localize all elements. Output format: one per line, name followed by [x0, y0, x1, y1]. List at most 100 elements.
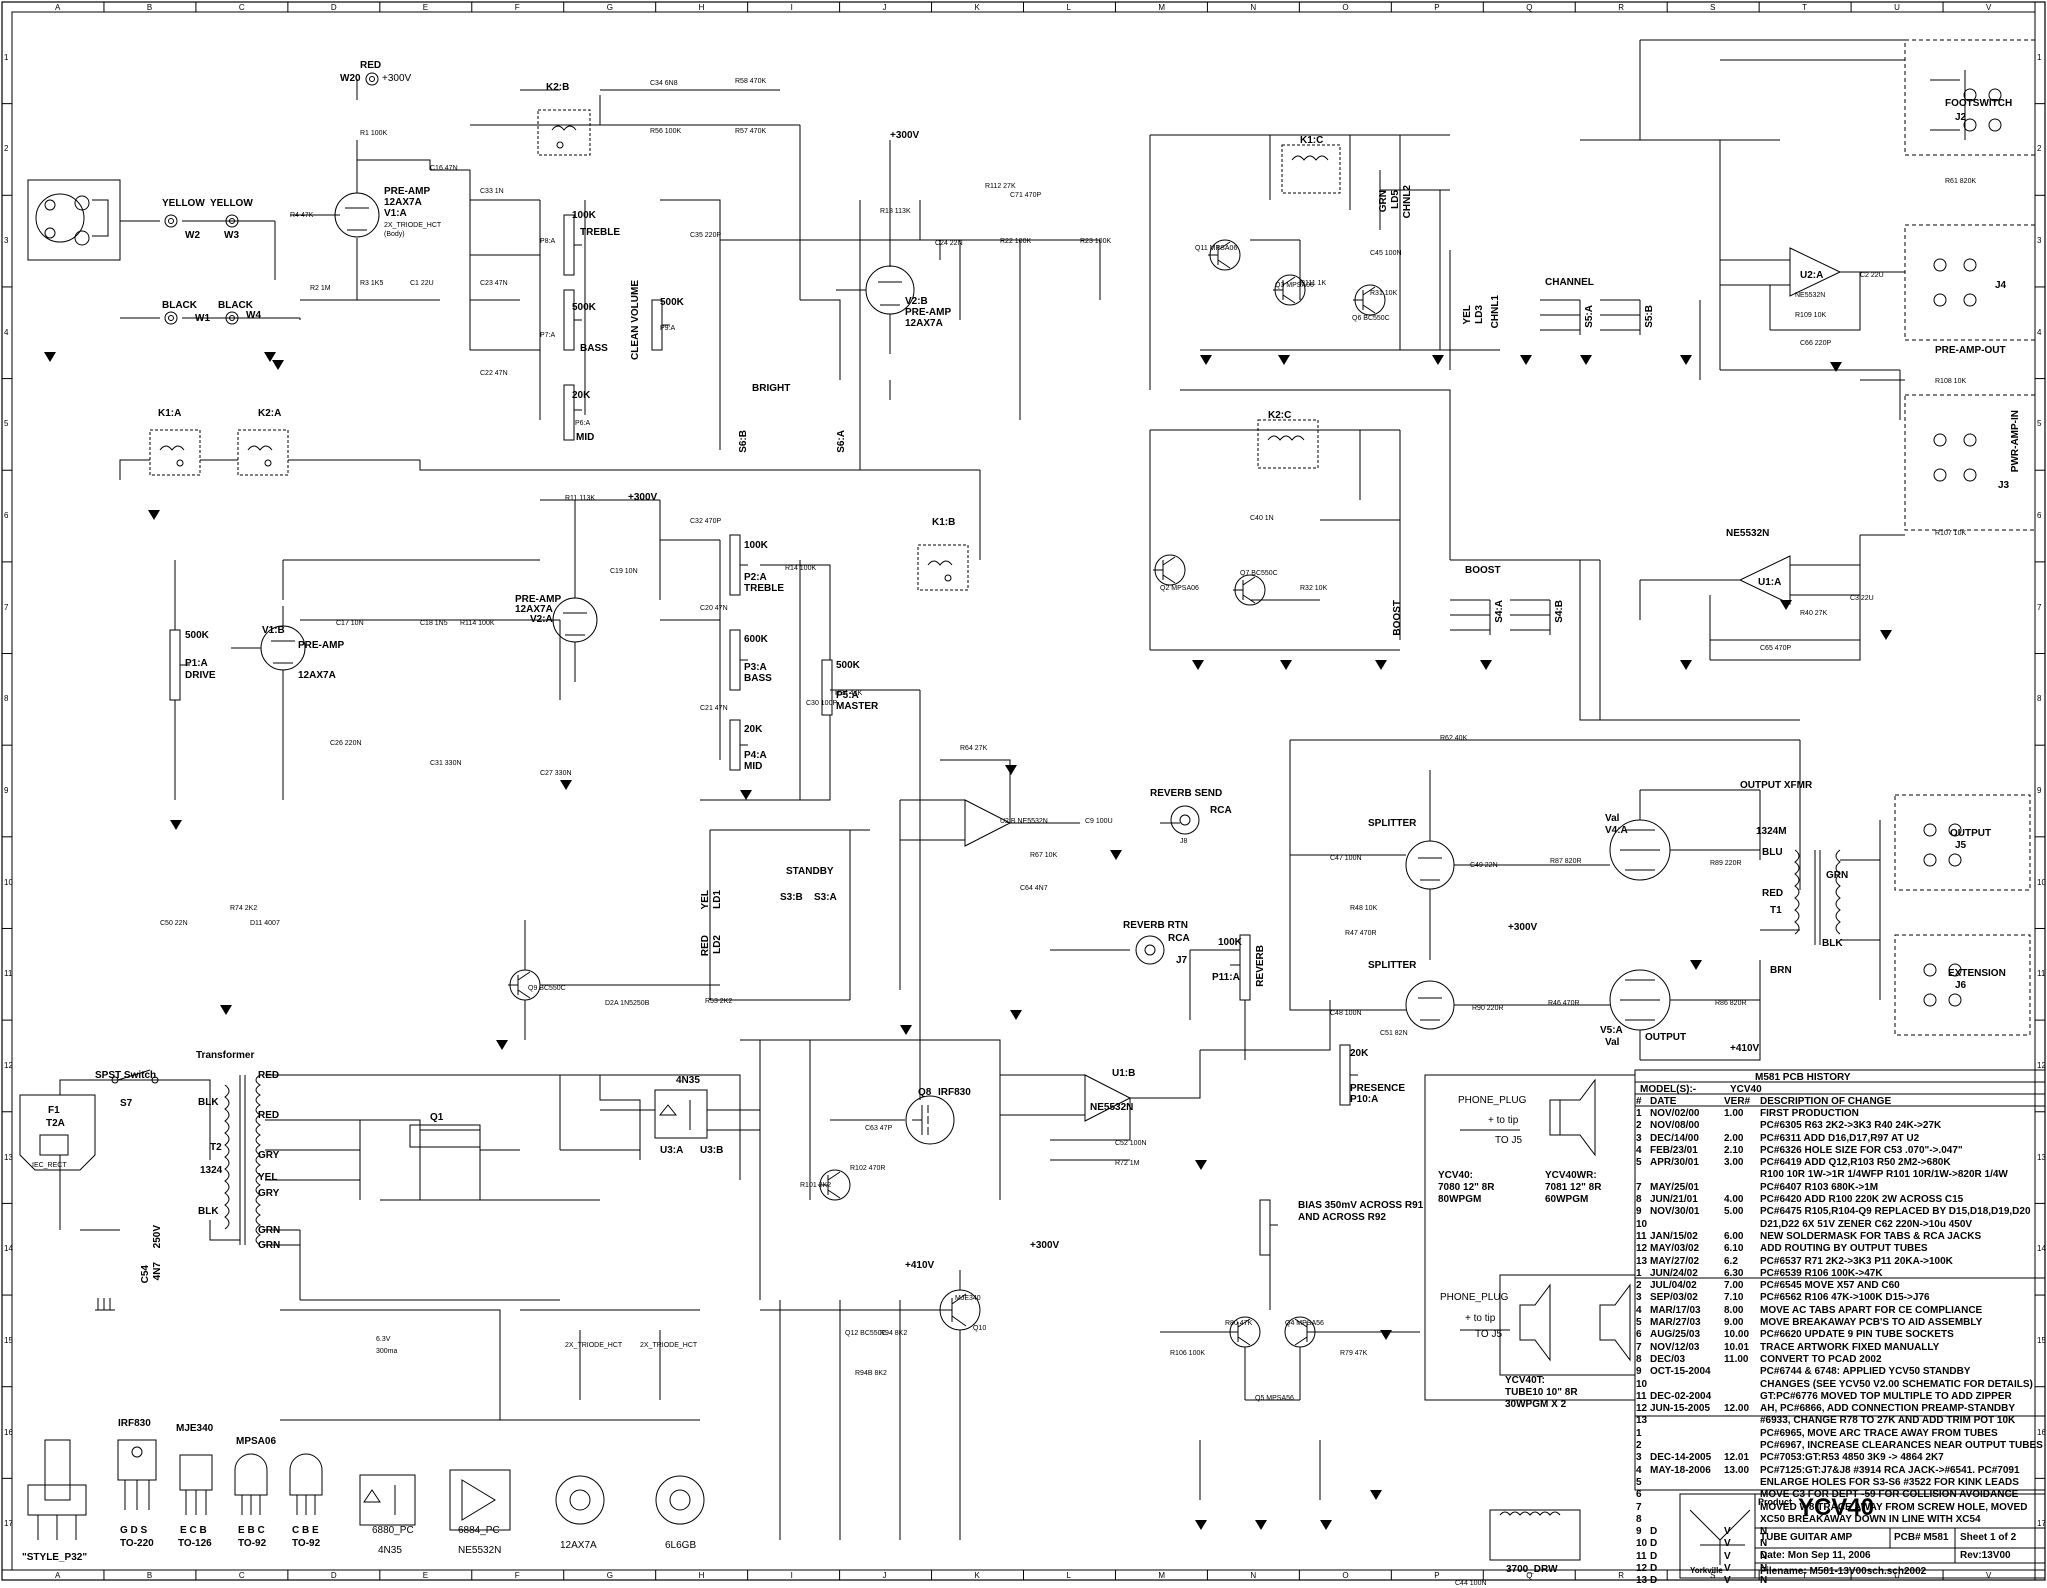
component-ref-label: R3 1K5: [360, 280, 384, 287]
label-s7: S7: [120, 1098, 133, 1109]
history-row: R100 10R 1W->1R 1/4WFP R101 10R/1W->820R…: [1760, 1169, 2008, 1181]
label-pkg-gds: G D S: [120, 1525, 148, 1536]
grid-col-label: L: [1066, 1571, 1071, 1580]
label-rca-rtn: RCA: [1168, 933, 1190, 944]
label-tri-hct-1: 2X_TRIODE_HCT: [565, 1342, 623, 1349]
component-ref-label: R94B 8K2: [855, 1370, 887, 1377]
label-hv300: +300V: [382, 73, 412, 84]
grid-row-label: 4: [4, 327, 9, 337]
component-ref-label: R101 2K2: [800, 1182, 832, 1189]
grid-col-label: O: [1342, 3, 1349, 12]
component-ref-label: R14 100K: [785, 565, 817, 572]
component-ref-label: C26 220N: [330, 740, 362, 747]
component-ref-label: R2 1M: [310, 285, 331, 292]
grid-col-label: J: [882, 1571, 887, 1580]
label-p1a: P1:A: [185, 658, 208, 669]
label-ld2: LD2: [712, 935, 723, 954]
jack-j7: [1135, 935, 1165, 965]
label-ne5532n-u1b: NE5532N: [1090, 1102, 1134, 1113]
tube-v3a: [1405, 840, 1455, 890]
grid-col-label: G: [606, 1571, 613, 1580]
grid-row-label: 7: [2037, 602, 2042, 612]
grid-row-label: 14: [2037, 1244, 2046, 1254]
component-ref-label: R46 470R: [1548, 1000, 1580, 1007]
pot-p6a: [563, 384, 582, 441]
label-spst: SPST Switch: [95, 1070, 157, 1081]
grid-col-label: F: [514, 1571, 520, 1580]
label-v2b: V2:B: [905, 296, 928, 307]
grid-col-label: O: [1342, 1571, 1349, 1580]
grid-row-label: 13: [2037, 1152, 2046, 1162]
component-ref-label: Q12 BC550C: [845, 1330, 887, 1337]
label-pkg-6l6: 6L6GB: [665, 1540, 697, 1551]
label-ycv40-pwr: 80WPGM: [1438, 1194, 1482, 1205]
label-black-2: BLACK: [218, 300, 253, 311]
title-product: YCV40: [1798, 1494, 1875, 1521]
label-q1: Q1: [430, 1112, 444, 1123]
grid-col-label: H: [698, 1571, 705, 1580]
label-s3a: S3:A: [814, 892, 837, 903]
grid-row-label: 8: [4, 694, 9, 704]
component-ref-label: C32 470P: [690, 518, 722, 525]
grid-col-label: K: [974, 3, 980, 12]
label-t1: T1: [1770, 905, 1782, 916]
label-hv300c: +300V: [628, 492, 658, 503]
grid-row-label: 1: [2037, 52, 2042, 62]
title-product-label: Product: [1758, 1497, 1793, 1507]
label-k1a: K1:A: [158, 408, 182, 419]
label-pot500k-cv: 500K: [660, 297, 684, 308]
label-ycv40t: YCV40T:: [1505, 1375, 1546, 1386]
jack-j5-box: [1894, 794, 2031, 891]
label-pkg-to92b: TO-92: [292, 1538, 321, 1549]
grid-col-label: R: [1618, 1571, 1624, 1580]
label-red2: RED: [700, 935, 711, 957]
pot-p10a: [1339, 1044, 1358, 1106]
component-ref-label: R61 820K: [1945, 178, 1977, 185]
label-master: MASTER: [836, 701, 879, 712]
title-date: Date: Mon Sep 11, 2006: [1760, 1550, 1871, 1561]
label-yellow-2: YELLOW: [210, 198, 253, 209]
component-ref-label: C65 470P: [1760, 645, 1792, 652]
chassis-ground-symbol: [95, 1298, 115, 1311]
label-t2a: T2A: [46, 1118, 65, 1129]
label-t2-num: 1324: [200, 1165, 223, 1176]
component-ref-label: R31 10K: [1370, 290, 1398, 297]
pkg-12ax7-socket: [555, 1475, 605, 1525]
label-ycv40t-pwr: 30WPGM X 2: [1505, 1399, 1567, 1410]
connector-3700: [1489, 1509, 1581, 1561]
label-j5: J5: [1955, 840, 1967, 851]
transistor-q6: [1353, 284, 1386, 316]
mosfet-q8: [905, 1095, 955, 1145]
component-ref-label: C18 1N5: [420, 620, 448, 627]
label-u1a: U1:A: [1758, 577, 1782, 588]
label-p7a: P7:A: [540, 332, 556, 339]
label-pot20k-2: 20K: [744, 724, 763, 735]
component-ref-label: R23 100K: [1080, 238, 1112, 245]
component-ref-label: C45 100N: [1370, 250, 1402, 257]
relay-k2b: [537, 109, 591, 156]
component-ref-label: C17 10N: [336, 620, 364, 627]
component-ref-label: R1 100K: [360, 130, 388, 137]
label-s4a: S4:A: [1494, 600, 1505, 623]
history-model-value: YCV40: [1730, 1084, 1762, 1095]
label-heater-ma: 300ma: [376, 1348, 398, 1355]
label-pkg-ebc: E B C: [238, 1525, 265, 1536]
label-1324m: 1324M: [1756, 826, 1787, 837]
pkg-to220: [117, 1439, 157, 1510]
grid-col-label: J: [882, 3, 887, 12]
input-jack-j1: [27, 179, 121, 261]
label-tip-1: + to tip: [1488, 1115, 1519, 1126]
label-mid2: MID: [744, 761, 763, 772]
label-reverb-rtn: REVERB RTN: [1123, 920, 1189, 931]
label-pot500k-drive: 500K: [185, 630, 209, 641]
label-val-1: Val: [1605, 813, 1620, 824]
